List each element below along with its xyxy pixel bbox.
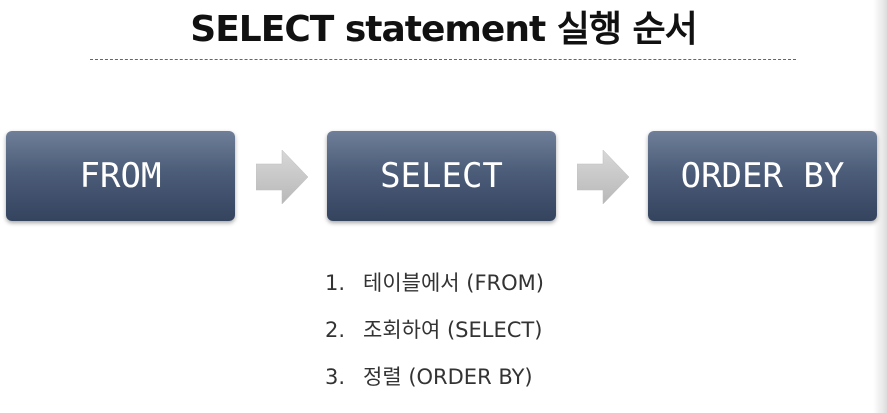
list-item-number: 3. xyxy=(325,365,346,389)
arrow-right-icon xyxy=(577,150,629,204)
slide-title: SELECT statement 실행 순서 xyxy=(190,9,697,50)
title-divider xyxy=(90,59,796,60)
list-item-number: 1. xyxy=(325,271,346,295)
list-item-text: 조회하여 (SELECT) xyxy=(363,318,543,342)
flow-box-order-by: ORDER BY xyxy=(648,131,877,221)
execution-order-list: 1. 테이블에서 (FROM) 2. 조회하여 (SELECT) 3. 정렬 (ORD… xyxy=(325,263,544,404)
list-item: 1. 테이블에서 (FROM) xyxy=(325,263,544,310)
arrow-right-icon xyxy=(256,150,308,204)
list-item: 2. 조회하여 (SELECT) xyxy=(325,310,544,357)
flow-box-from: FROM xyxy=(6,131,235,221)
flow-box-select: SELECT xyxy=(327,131,556,221)
flow-box-label: FROM xyxy=(79,156,162,196)
list-item: 3. 정렬 (ORDER BY) xyxy=(325,357,544,404)
flow-box-label: SELECT xyxy=(380,156,503,196)
list-item-text: 정렬 (ORDER BY) xyxy=(363,365,533,389)
list-item-text: 테이블에서 (FROM) xyxy=(363,271,544,295)
flow-box-label: ORDER BY xyxy=(680,156,845,196)
list-item-number: 2. xyxy=(325,318,346,342)
slide-edge-shadow xyxy=(873,0,887,413)
